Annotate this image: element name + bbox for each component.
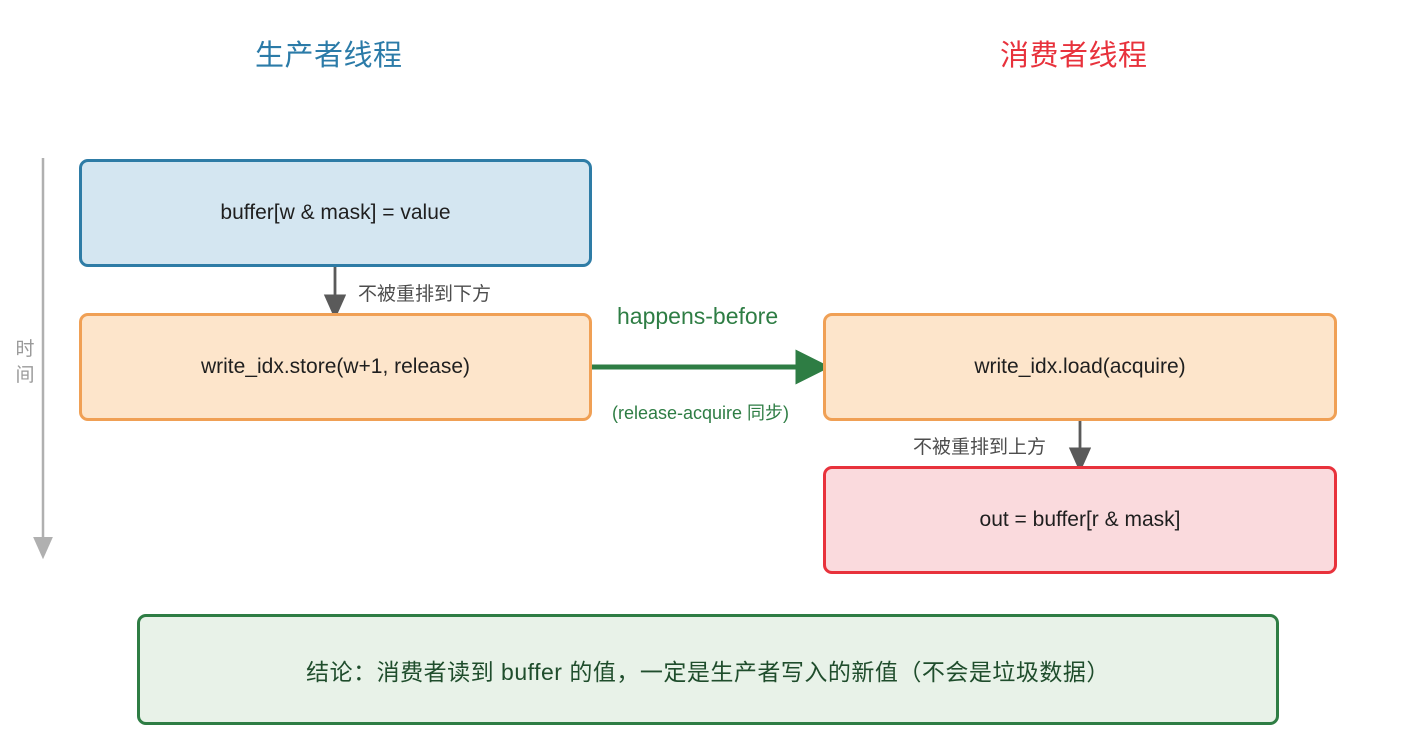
conclusion-banner-label: 结论：消费者读到 buffer 的值，一定是生产者写入的新值（不会是垃圾数据） bbox=[306, 658, 1110, 685]
producer-thread-title: 生产者线程 bbox=[255, 40, 403, 72]
node-buffer-read: out = buffer[r & mask] bbox=[823, 466, 1337, 574]
edge-label-no-reorder-down: 不被重排到下方 bbox=[358, 284, 492, 305]
node-buffer-write-label: buffer[w & mask] = value bbox=[220, 201, 451, 224]
node-load-acquire: write_idx.load(acquire) bbox=[823, 313, 1337, 421]
edge-label-release-acquire-sync: (release-acquire 同步) bbox=[612, 403, 790, 423]
node-buffer-write: buffer[w & mask] = value bbox=[79, 159, 592, 267]
consumer-thread-title: 消费者线程 bbox=[1000, 40, 1148, 72]
edge-label-happens-before: happens-before bbox=[617, 303, 779, 329]
node-load-acquire-label: write_idx.load(acquire) bbox=[974, 355, 1186, 378]
node-store-release: write_idx.store(w+1, release) bbox=[79, 313, 592, 421]
conclusion-banner: 结论：消费者读到 buffer 的值，一定是生产者写入的新值（不会是垃圾数据） bbox=[137, 614, 1279, 725]
node-store-release-label: write_idx.store(w+1, release) bbox=[200, 355, 471, 378]
time-axis-label: 时间 bbox=[15, 339, 35, 386]
edge-label-no-reorder-up: 不被重排到上方 bbox=[913, 437, 1047, 458]
node-buffer-read-label: out = buffer[r & mask] bbox=[979, 508, 1181, 531]
